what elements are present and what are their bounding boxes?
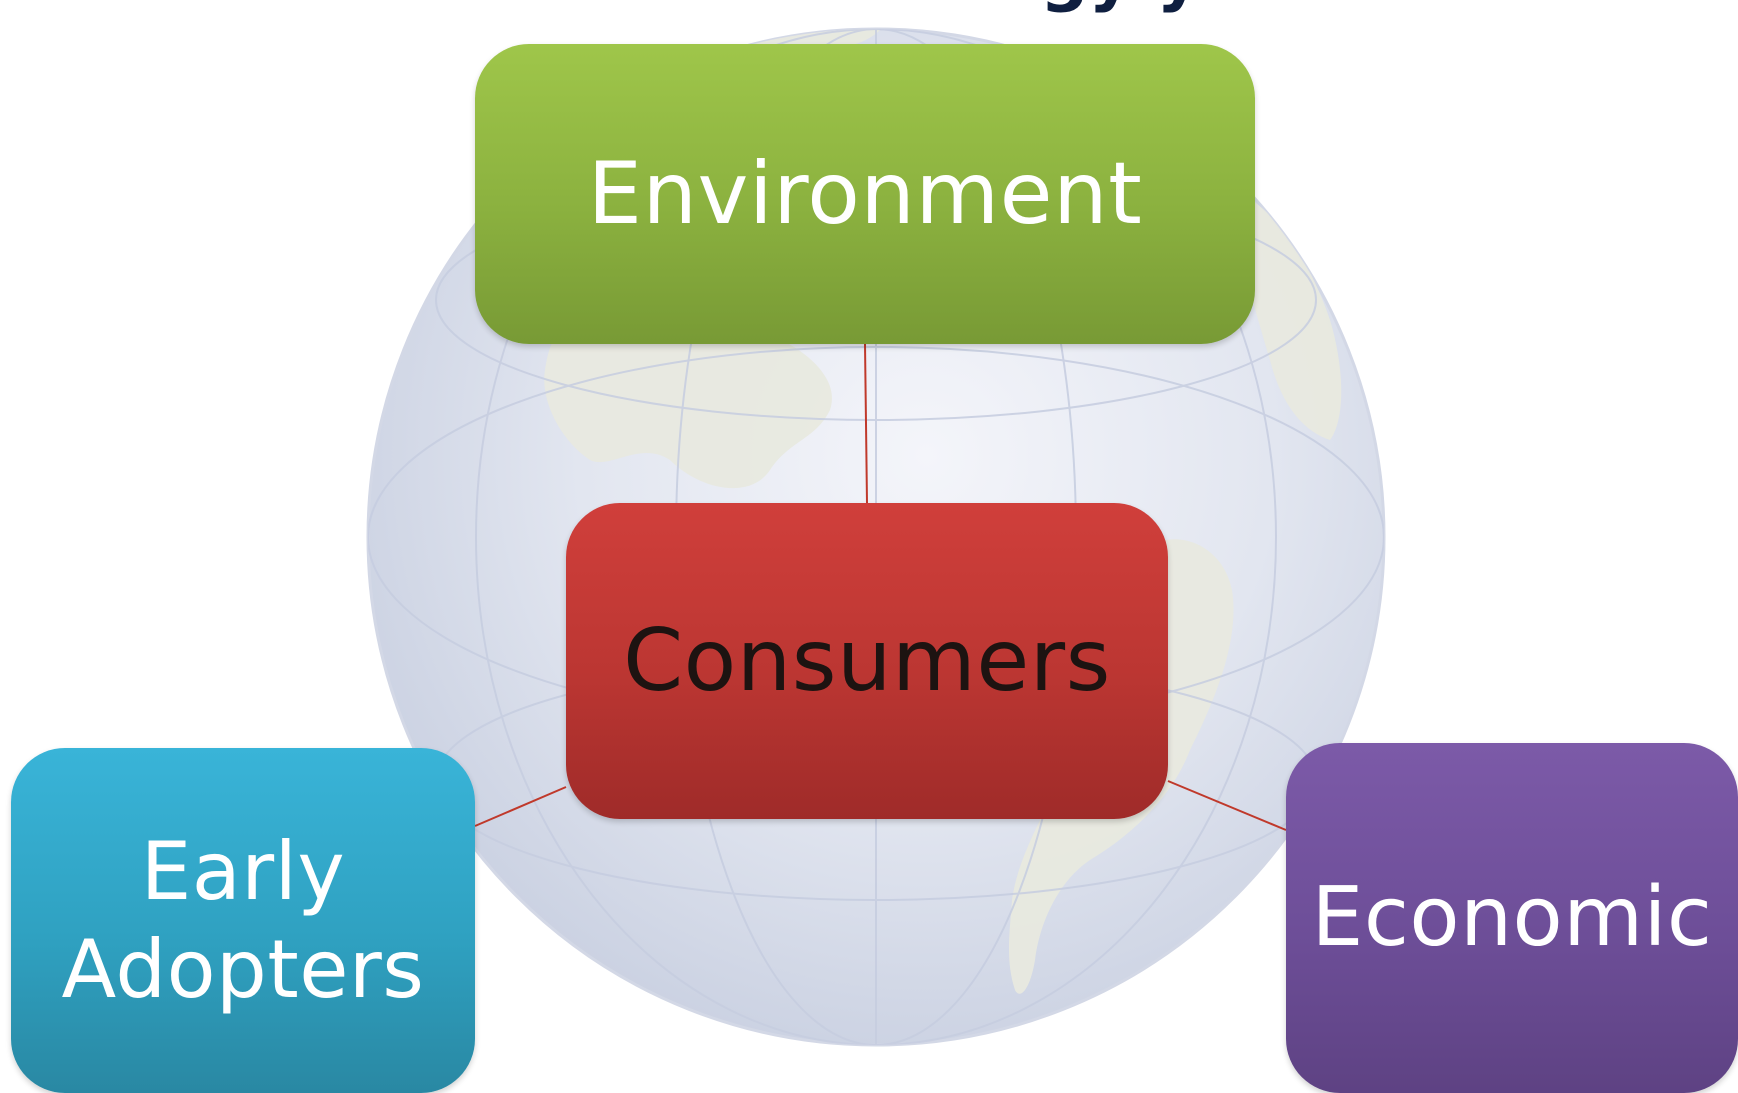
- node-environment: Environment: [475, 44, 1255, 344]
- node-consumers: Consumers: [566, 503, 1168, 819]
- node-consumers-label: Consumers: [623, 610, 1111, 711]
- node-economic-label: Economic: [1311, 869, 1713, 965]
- slide-title-fragment: gy y: [1040, 0, 1738, 14]
- node-environment-label: Environment: [587, 143, 1143, 244]
- connector-consumers-economic: [1167, 780, 1287, 831]
- connector-lines: [474, 343, 1287, 831]
- node-early-adopters: Early Adopters: [11, 748, 475, 1093]
- node-early-adopters-label: Early Adopters: [62, 823, 425, 1018]
- node-economic: Economic: [1286, 743, 1738, 1093]
- connector-consumers-early-adopters: [474, 786, 567, 827]
- node-early-adopters-label-line1: Early: [140, 824, 346, 918]
- connector-environment-consumers: [864, 343, 868, 504]
- node-early-adopters-label-line2: Adopters: [61, 922, 425, 1016]
